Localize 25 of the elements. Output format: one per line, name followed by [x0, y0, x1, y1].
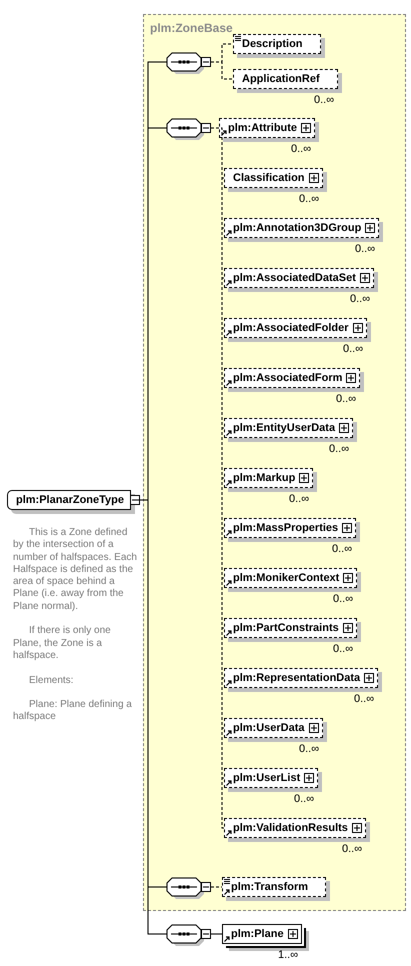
description-paragraph: Plane: Plane defining a halfspace	[13, 699, 133, 724]
group-band	[143, 14, 406, 911]
multiplicity-label: 0..∞	[342, 843, 362, 855]
connector-line	[210, 62, 234, 80]
multiplicity-label: 1..∞	[278, 949, 298, 961]
group-title: plm:ZoneBase	[150, 21, 233, 35]
multiplicity-label: 0..∞	[294, 793, 314, 805]
description-paragraph: This is a Zone defined by the intersection of a number of halfspaces. Each Halfspace is defined as the area of space behind a Plane (i.e. away from the Plane normal).	[13, 527, 137, 614]
description-paragraph: Elements:	[28, 674, 74, 687]
multiplicity-label: 0..∞	[354, 693, 374, 705]
multiplicity-label: 0..∞	[350, 293, 370, 305]
multiplicity-label: 0..∞	[333, 643, 354, 655]
multiplicity-label: 0..∞	[333, 593, 354, 605]
multiplicity-label: 0..∞	[355, 243, 376, 255]
multiplicity-label: 0..∞	[343, 343, 364, 355]
multiplicity-label: 0..∞	[329, 443, 350, 455]
multiplicity-label: 0..∞	[336, 393, 356, 405]
multiplicity-label: 0..∞	[299, 193, 320, 205]
multiplicity-label: 0..∞	[291, 143, 312, 155]
multiplicity-label: 0..∞	[314, 94, 334, 106]
multiplicity-label: 0..∞	[332, 543, 352, 555]
multiplicity-label: 0..∞	[299, 743, 320, 755]
description-paragraph: If there is only one Plane, the Zone is a halfspace.	[13, 625, 112, 662]
multiplicity-label: 0..∞	[289, 493, 310, 505]
connector-line	[210, 886, 222, 888]
